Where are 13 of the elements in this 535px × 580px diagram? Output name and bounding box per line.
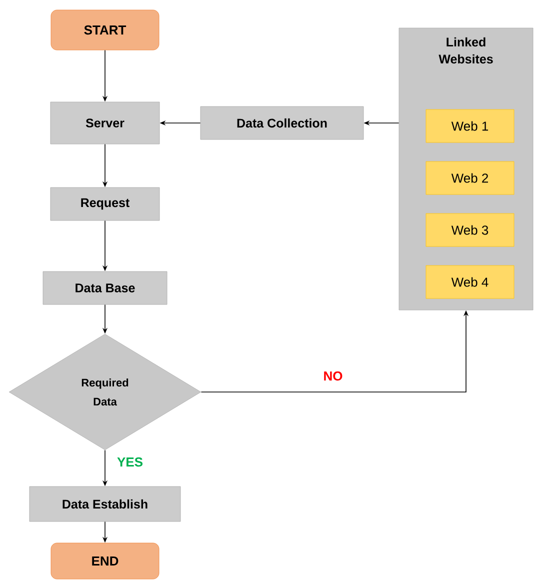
process-box: Data Establish (29, 486, 181, 522)
process-box: Data Collection (200, 106, 364, 140)
edge-label: YES (116, 456, 144, 468)
terminal-box: END (50, 542, 160, 580)
edge-label: NO (322, 370, 344, 382)
process-box: Server (50, 102, 160, 144)
terminal-box: START (50, 10, 160, 50)
website-box: Web 4 (426, 265, 514, 299)
process-box: Request (50, 187, 160, 221)
process-box: Data Base (42, 271, 168, 305)
website-box: Web 2 (426, 161, 514, 195)
website-box: Web 1 (426, 109, 514, 143)
website-box: Web 3 (426, 213, 514, 247)
